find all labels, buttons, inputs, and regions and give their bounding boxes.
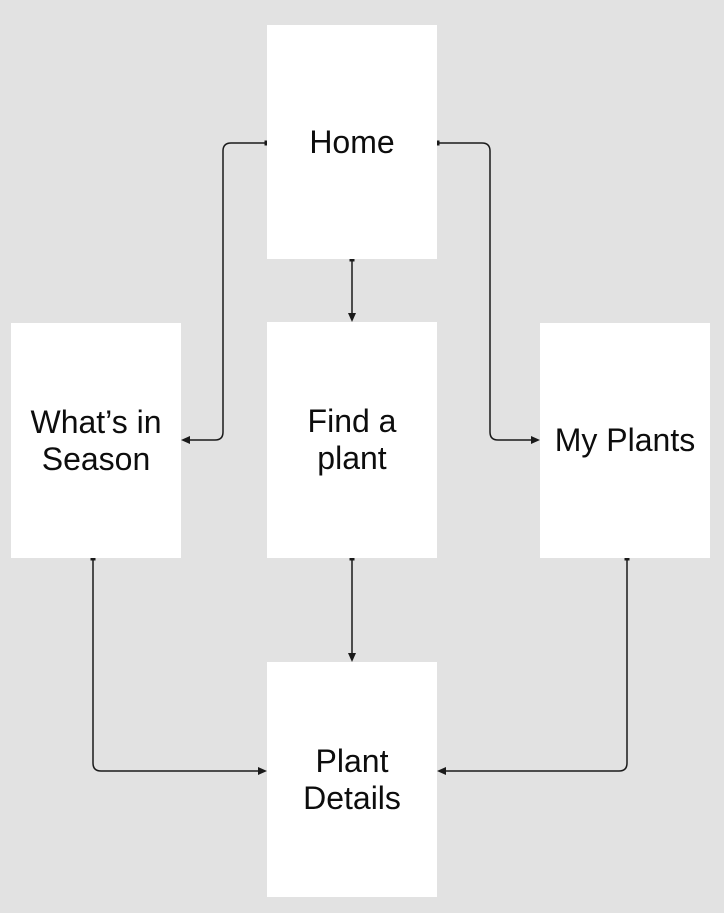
edge-arrowhead xyxy=(348,653,356,662)
node-whats-in-season[interactable]: What’s in Season xyxy=(11,323,181,558)
node-my-plants[interactable]: My Plants xyxy=(540,323,710,558)
edge-whats-in-season-to-plant-details[interactable] xyxy=(90,555,268,776)
node-whats-in-season-label: What’s in Season xyxy=(30,403,162,477)
node-plant-details[interactable]: Plant Details xyxy=(267,662,437,897)
edge-home-to-find-a-plant[interactable] xyxy=(348,256,356,323)
node-find-a-plant-label: Find a plant xyxy=(307,403,397,476)
edge-find-a-plant-to-plant-details[interactable] xyxy=(348,555,356,663)
edge-line xyxy=(437,142,531,441)
edge-arrowhead xyxy=(531,436,540,444)
node-plant-details-label: Plant Details xyxy=(303,742,401,816)
node-home-label: Home xyxy=(309,123,395,160)
edge-my-plants-to-plant-details[interactable] xyxy=(437,555,630,776)
edge-arrowhead xyxy=(258,767,267,775)
edge-line xyxy=(446,558,628,772)
edge-arrowhead xyxy=(437,767,446,775)
node-my-plants-label: My Plants xyxy=(554,422,696,458)
edge-home-to-my-plants[interactable] xyxy=(434,140,541,445)
edge-line xyxy=(190,142,267,441)
node-find-a-plant[interactable]: Find a plant xyxy=(267,322,437,558)
edge-home-to-whats-in-season[interactable] xyxy=(181,140,270,445)
edge-arrowhead xyxy=(181,436,190,444)
node-home[interactable]: Home xyxy=(267,25,437,259)
edge-line xyxy=(92,558,258,772)
edge-arrowhead xyxy=(348,313,356,322)
